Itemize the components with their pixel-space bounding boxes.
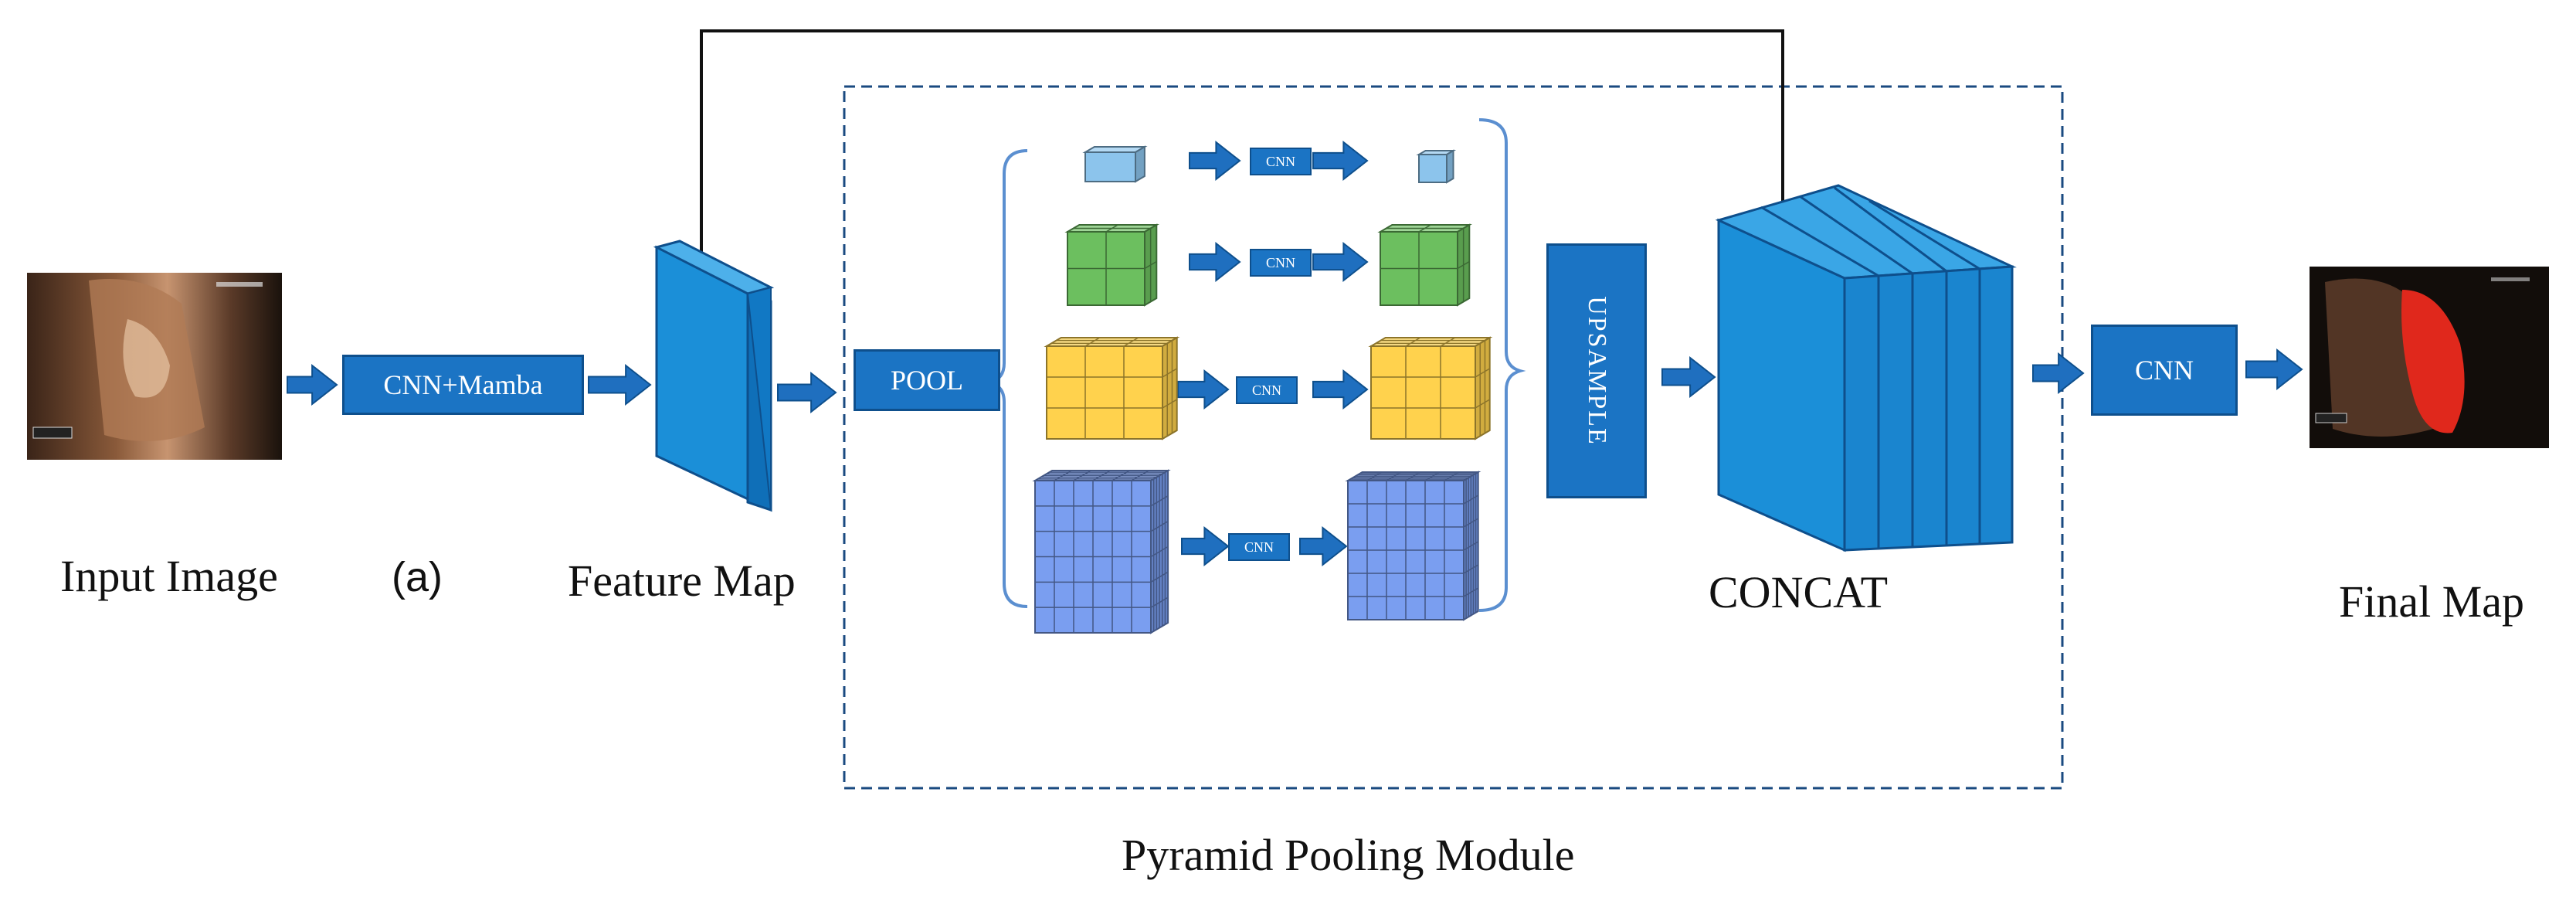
flow-arrow bbox=[1189, 140, 1241, 182]
feature-map-label: Feature Map bbox=[568, 556, 796, 606]
pyramid-pooling-module-border bbox=[843, 85, 2064, 790]
final-map-photo bbox=[2310, 267, 2549, 448]
upsample-block: UPSAMPLE bbox=[1546, 243, 1647, 498]
feature-map-slab bbox=[653, 240, 775, 512]
branch-1-input-grid bbox=[1082, 145, 1148, 183]
branch-2-output-grid bbox=[1377, 223, 1472, 307]
flow-arrow bbox=[1312, 369, 1369, 410]
pyramid-grids bbox=[1032, 145, 1493, 634]
cnn-mamba-block: CNN+Mamba bbox=[342, 355, 584, 415]
flow-arrow bbox=[1181, 525, 1230, 567]
flow-arrow bbox=[2245, 348, 2303, 391]
flow-arrow bbox=[1312, 140, 1369, 182]
skip-connection-line bbox=[700, 29, 1784, 274]
branch-4-input-grid bbox=[1032, 469, 1171, 634]
flow-arrow bbox=[1177, 369, 1230, 410]
branch-3-cnn-block: CNN bbox=[1236, 376, 1298, 404]
branch-4-cnn-block: CNN bbox=[1228, 533, 1290, 561]
flow-arrows bbox=[287, 140, 2303, 567]
input-image-photo bbox=[27, 273, 282, 460]
panel-marker-label: (a) bbox=[392, 554, 443, 600]
branch-bracket-right bbox=[1478, 118, 1526, 612]
branch-1-output-grid bbox=[1416, 149, 1457, 184]
final-cnn-block: CNN bbox=[2091, 325, 2238, 416]
branch-2-input-grid bbox=[1064, 223, 1159, 307]
flow-arrow bbox=[588, 363, 652, 406]
module-title-label: Pyramid Pooling Module bbox=[1122, 830, 1575, 880]
branch-3-output-grid bbox=[1368, 336, 1493, 440]
flow-arrow bbox=[1299, 525, 1348, 567]
defect-photo-icon bbox=[27, 273, 282, 460]
branch-2-cnn-block: CNN bbox=[1250, 249, 1312, 277]
flow-arrow bbox=[777, 371, 837, 414]
flow-arrow bbox=[287, 363, 338, 406]
concat-label: CONCAT bbox=[1709, 567, 1889, 617]
segmentation-overlay-icon bbox=[2310, 267, 2549, 448]
branch-3-input-grid bbox=[1044, 336, 1180, 440]
branch-1-cnn-block: CNN bbox=[1250, 148, 1312, 175]
flow-arrow bbox=[1189, 241, 1241, 283]
final-map-label: Final Map bbox=[2339, 576, 2525, 627]
upsample-label: UPSAMPLE bbox=[1583, 296, 1612, 446]
flow-arrow bbox=[1312, 241, 1369, 283]
flow-arrow bbox=[2032, 352, 2085, 395]
flow-arrow bbox=[1661, 355, 1716, 399]
concat-stack bbox=[1715, 184, 2017, 552]
branch-4-output-grid bbox=[1345, 471, 1481, 621]
pool-block: POOL bbox=[854, 349, 1000, 411]
input-image-label: Input Image bbox=[60, 551, 278, 601]
